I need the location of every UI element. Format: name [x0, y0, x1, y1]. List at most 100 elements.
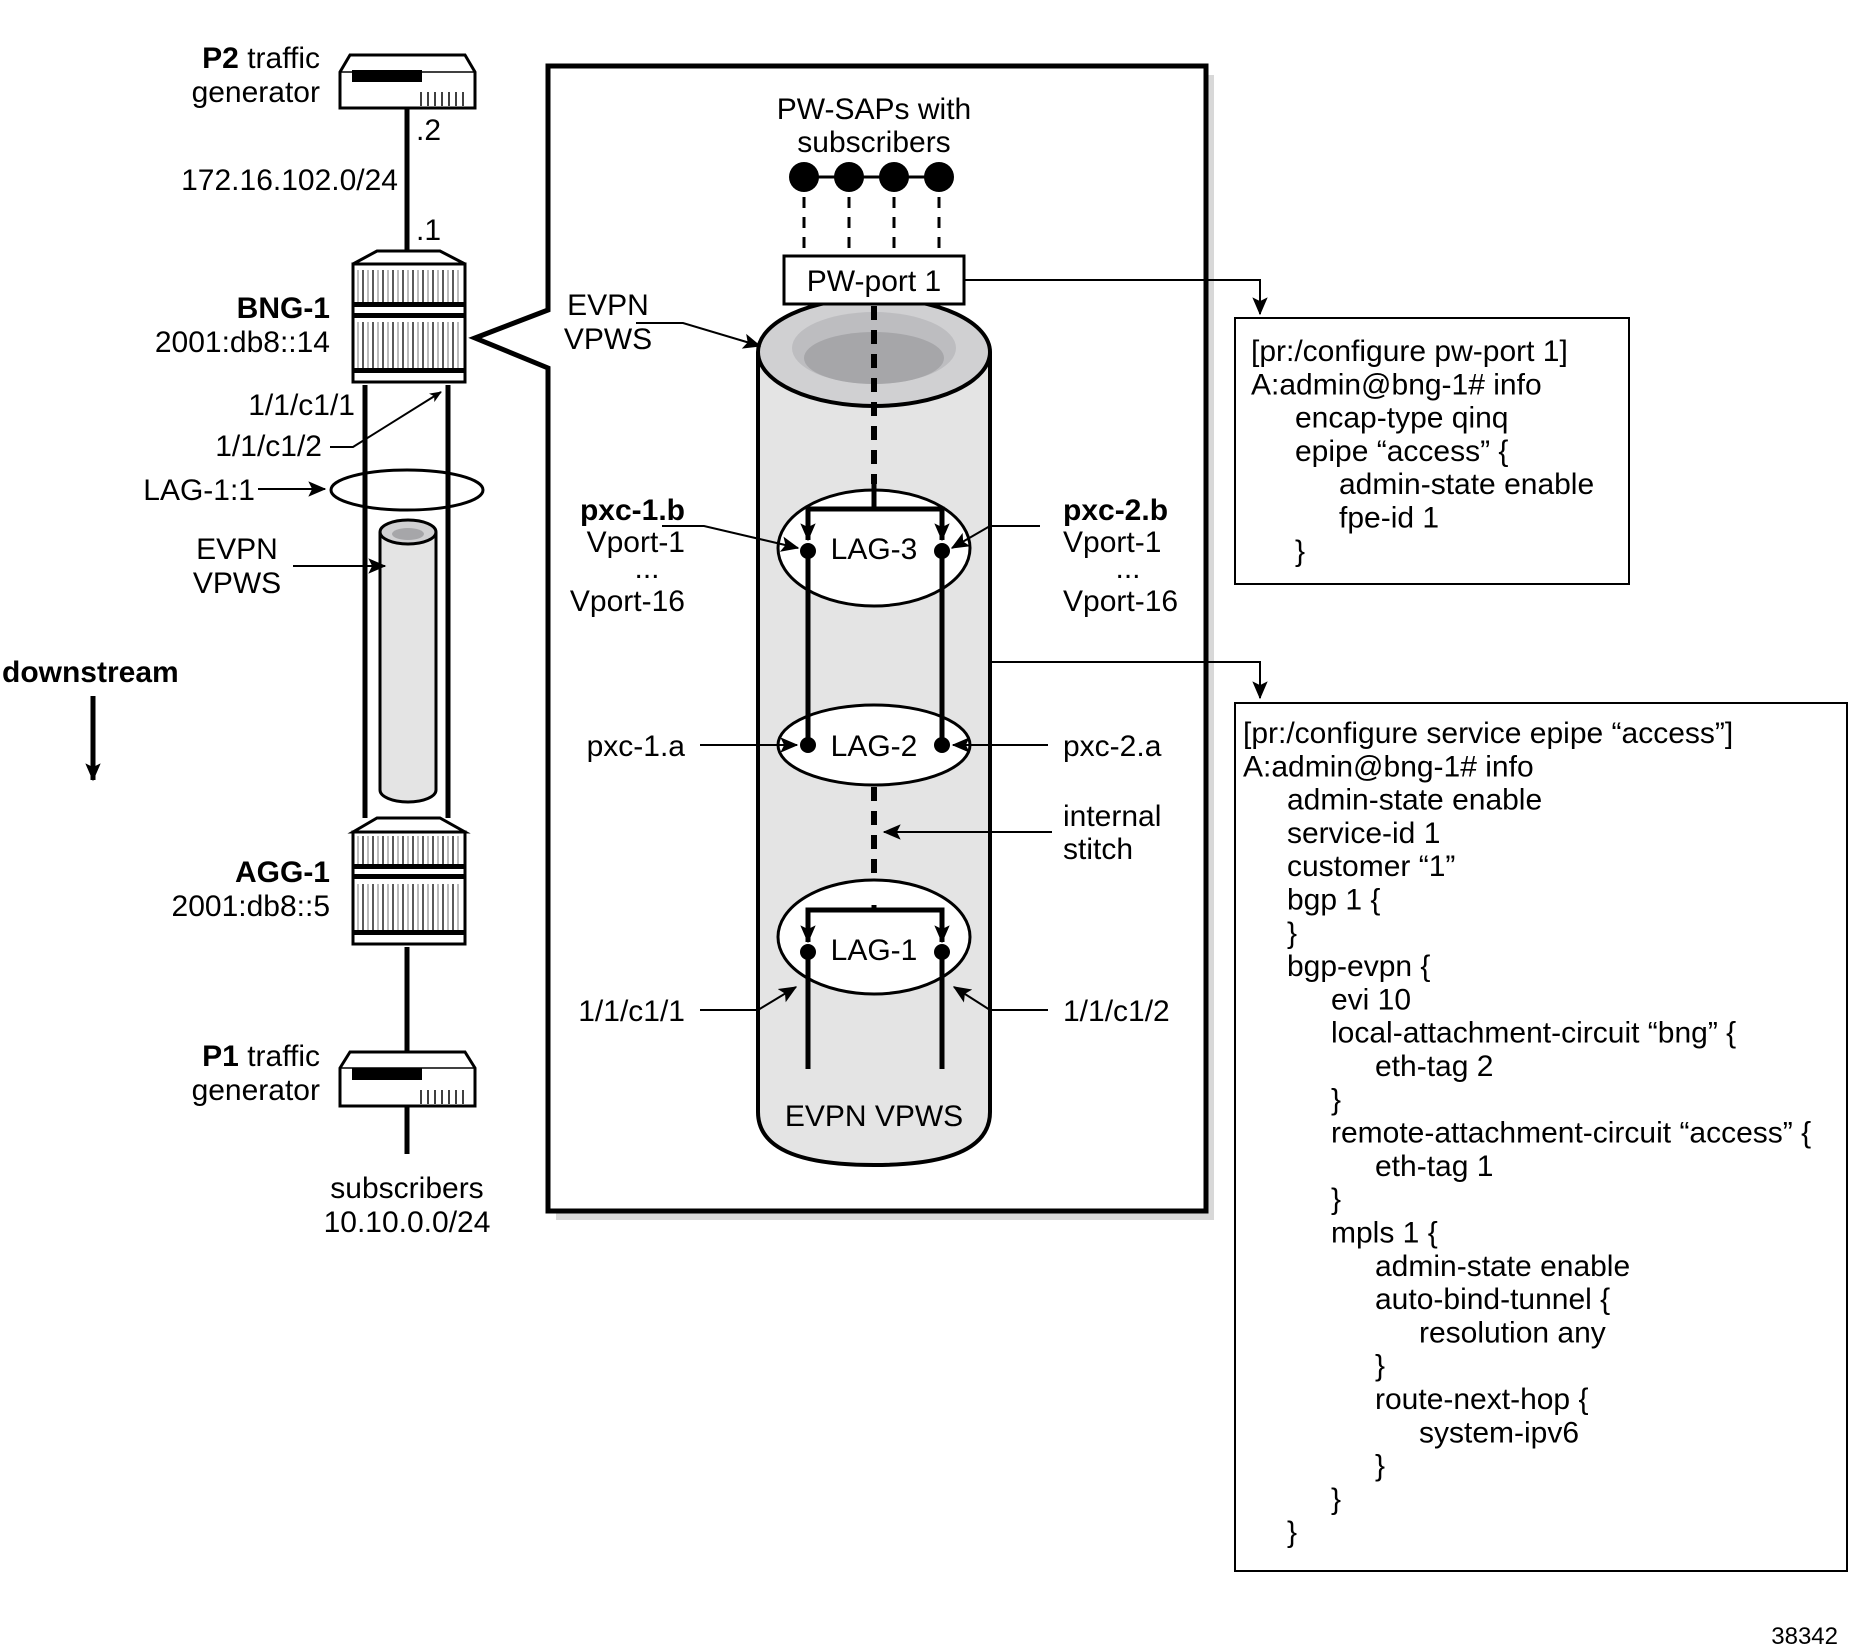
pw-saps-label-1: PW-SAPs with [777, 93, 972, 126]
pw-saps-label-2: subscribers [797, 126, 950, 159]
config-line: } [1287, 1516, 1297, 1549]
config-line: mpls 1 { [1331, 1217, 1438, 1250]
pw-port-box[interactable] [782, 254, 966, 306]
epipe-config-text: [pr:/configure service epipe “access”]A:… [1243, 717, 1811, 1549]
lag-3-branch [800, 484, 877, 542]
config-line: admin-state enable [1339, 468, 1594, 501]
lag-1-port-right-dot [934, 944, 950, 960]
link-end-p2: .2 [416, 114, 441, 147]
port-2-arrow [330, 391, 442, 448]
lag-1-1-label: LAG-1:1 [143, 474, 255, 507]
config-line: local-attachment-circuit “bng” { [1331, 1017, 1736, 1050]
config-line: encap-type qinq [1295, 402, 1509, 435]
bng-1-address: 2001:db8::14 [155, 326, 330, 359]
pxc-2b-dots: ... [1115, 552, 1140, 585]
port-2-label: 1/1/c1/2 [215, 430, 322, 463]
detail-port-right-arrow [952, 986, 1048, 1011]
lag-1-label: LAG-1 [831, 934, 918, 967]
config-line: } [1331, 1183, 1341, 1216]
pxc-2b-arrow [950, 525, 1040, 549]
pxc-1b-vport1: Vport-1 [587, 526, 685, 559]
config-line: } [1295, 535, 1305, 568]
agg-1-name: AGG-1 [235, 856, 330, 889]
evpn-top-arrow [636, 322, 762, 349]
p1-traffic-generator-icon [338, 1050, 477, 1108]
detail-port-left-arrow [700, 986, 798, 1011]
pw-port-config-box [1234, 317, 1630, 585]
lag-3-port-right-dot [934, 543, 950, 559]
detail-port-right-label: 1/1/c1/2 [1063, 995, 1170, 1028]
detail-port-left-label: 1/1/c1/1 [578, 995, 685, 1028]
pxc-1b-vport16: Vport-16 [570, 585, 685, 618]
subscribers-subnet: 10.10.0.0/24 [324, 1206, 491, 1239]
evpn-top-label-2: VPWS [564, 323, 652, 356]
config-line: auto-bind-tunnel { [1375, 1283, 1610, 1316]
pxc-2b-vport16: Vport-16 [1063, 585, 1178, 618]
agg-1-router-icon [347, 816, 471, 946]
config-line: eth-tag 1 [1375, 1150, 1493, 1183]
config-line: } [1331, 1083, 1341, 1116]
stitch-label-1: internal [1063, 800, 1161, 833]
link-subnet: 172.16.102.0/24 [181, 164, 398, 197]
config-line: remote-attachment-circuit “access” { [1331, 1117, 1811, 1150]
subscribers-label: subscribers [330, 1172, 483, 1205]
config-line: fpe-id 1 [1339, 502, 1439, 535]
config-line: A:admin@bng-1# info [1251, 368, 1542, 401]
evpn-small-label-1: EVPN [196, 533, 278, 566]
evpn-top-label-1: EVPN [567, 289, 649, 322]
config-line: resolution any [1419, 1316, 1606, 1349]
config-line: epipe “access” { [1295, 435, 1508, 468]
pw-sap-dot[interactable] [879, 162, 909, 192]
lag-3-port-left-dot [800, 543, 816, 559]
config-line: A:admin@bng-1# info [1243, 750, 1534, 783]
config-line: route-next-hop { [1375, 1383, 1588, 1416]
config-line: } [1287, 917, 1297, 950]
figure-id: 38342 [1771, 1623, 1838, 1650]
lag-3-branch-right [874, 506, 950, 542]
epipe-config-box [1234, 702, 1848, 1572]
pxc-1b-dots: ... [634, 552, 659, 585]
lag-3-label: LAG-3 [831, 533, 918, 566]
lag-1-branch-right [874, 907, 950, 944]
pw-port-config-text: [pr:/configure pw-port 1]A:admin@bng-1# … [1251, 335, 1594, 568]
config-line: customer “1” [1287, 850, 1455, 883]
config-line: service-id 1 [1287, 817, 1440, 850]
epipe-config-connector [990, 661, 1268, 700]
lag-2-port-left-dot [800, 737, 816, 753]
config-line: [pr:/configure pw-port 1] [1251, 335, 1568, 368]
port-1-label: 1/1/c1/1 [248, 389, 355, 422]
pxc-2b-name: pxc-2.b [1063, 494, 1168, 527]
p2-label-line2: generator [192, 76, 320, 109]
pw-port-config-connector [964, 279, 1268, 316]
config-line: admin-state enable [1287, 784, 1542, 817]
pxc-2a-label: pxc-2.a [1063, 730, 1162, 763]
config-line: } [1375, 1350, 1385, 1383]
pxc-1b-arrow [662, 525, 800, 552]
config-line: bgp 1 { [1287, 884, 1380, 917]
stitch-label-2: stitch [1063, 833, 1133, 866]
agg-1-address: 2001:db8::5 [172, 890, 330, 923]
downstream-label: downstream [2, 656, 179, 689]
lag-2-label: LAG-2 [831, 730, 918, 763]
p2-label: P2 traffic [202, 42, 320, 75]
pw-sap-dot[interactable] [924, 162, 954, 192]
config-line: } [1331, 1483, 1341, 1516]
pw-sap-dot[interactable] [834, 162, 864, 192]
lag-2-port-right-dot [934, 737, 950, 753]
pw-sap-dot[interactable] [789, 162, 819, 192]
lag-1-1-ellipse [329, 468, 485, 512]
pw-port-label: PW-port 1 [807, 265, 942, 298]
config-line: [pr:/configure service epipe “access”] [1243, 717, 1733, 750]
link-end-bng: .1 [416, 214, 441, 247]
pxc-1a-label: pxc-1.a [587, 730, 686, 763]
p1-label: P1 traffic [202, 1040, 320, 1073]
pxc-2b-vport1: Vport-1 [1063, 526, 1161, 559]
config-line: bgp-evpn { [1287, 950, 1430, 983]
lag-1-port-left-dot [800, 944, 816, 960]
evpn-vpws-tube-small [378, 518, 438, 804]
bng-1-name: BNG-1 [237, 292, 330, 325]
bng-1-router-icon [351, 249, 467, 384]
pw-sap-group [789, 162, 954, 256]
config-line: system-ipv6 [1419, 1416, 1579, 1449]
